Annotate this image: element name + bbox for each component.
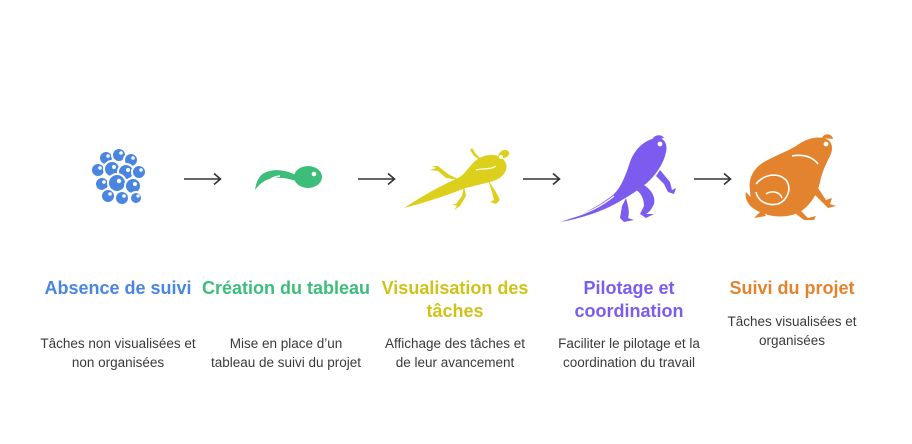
stage-title-absence: Absence de suivi xyxy=(44,278,192,298)
young-frog-icon xyxy=(560,135,676,222)
arrow-right-icon xyxy=(184,172,222,186)
arrow-right-icon xyxy=(523,172,561,186)
tadpole-icon xyxy=(255,166,322,194)
stage-title-visualisation: Visualisation des tâches xyxy=(381,278,529,321)
adult-frog-icon xyxy=(745,134,836,220)
stage-title-pilotage: Pilotage et coordination xyxy=(574,278,684,321)
frog-eggs-icon xyxy=(90,147,147,206)
stage-description-creation: Mise en place d’un tableau de suivi du p… xyxy=(210,336,362,370)
arrow-right-icon xyxy=(694,172,732,186)
stage-title-suivi: Suivi du projet xyxy=(729,278,855,298)
froglet-icon xyxy=(404,148,510,210)
stage-description-visualisation: Affichage des tâches et de leur avanceme… xyxy=(384,336,526,370)
stage-description-pilotage: Faciliter le pilotage et la coordination… xyxy=(558,336,700,370)
stage-description-absence: Tâches non visualisées et non organisées xyxy=(40,336,196,370)
stage-description-suivi: Tâches visualisées et organisées xyxy=(727,314,857,348)
arrow-right-icon xyxy=(358,172,396,186)
stage-title-creation: Création du tableau xyxy=(201,278,371,298)
